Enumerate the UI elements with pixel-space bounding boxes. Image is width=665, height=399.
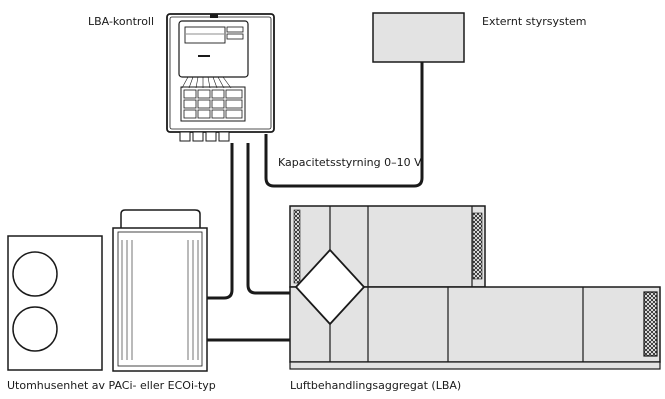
outdoor-unit-fan-type xyxy=(7,235,103,371)
supply-grille xyxy=(643,291,658,357)
air-handling-unit xyxy=(289,205,661,370)
fan-upper xyxy=(12,251,58,297)
label-capacity-control: Kapacitetsstyrning 0–10 V xyxy=(278,156,422,169)
heat-exchanger xyxy=(294,248,366,326)
cable-control-to-ahu xyxy=(246,143,296,295)
label-external-system: Externt styrsystem xyxy=(482,15,587,28)
connection-cables xyxy=(206,62,424,342)
cable-capacity-control xyxy=(264,62,424,188)
label-air-handling-unit: Luftbehandlingsaggregat (LBA) xyxy=(290,379,462,392)
label-lba-control: LBA-kontroll xyxy=(88,15,155,28)
cable-glands xyxy=(179,131,230,142)
cable-control-to-outdoor xyxy=(206,143,234,300)
fan-lower xyxy=(12,306,58,352)
terminal-block-area xyxy=(180,86,246,122)
controller-display-panel xyxy=(178,20,249,78)
outdoor-unit-cabinet xyxy=(112,209,208,372)
lba-control-box xyxy=(166,13,275,142)
external-control-system-box xyxy=(372,12,465,63)
label-outdoor-unit: Utomhusenhet av PACi- eller ECOi-typ xyxy=(7,379,216,392)
